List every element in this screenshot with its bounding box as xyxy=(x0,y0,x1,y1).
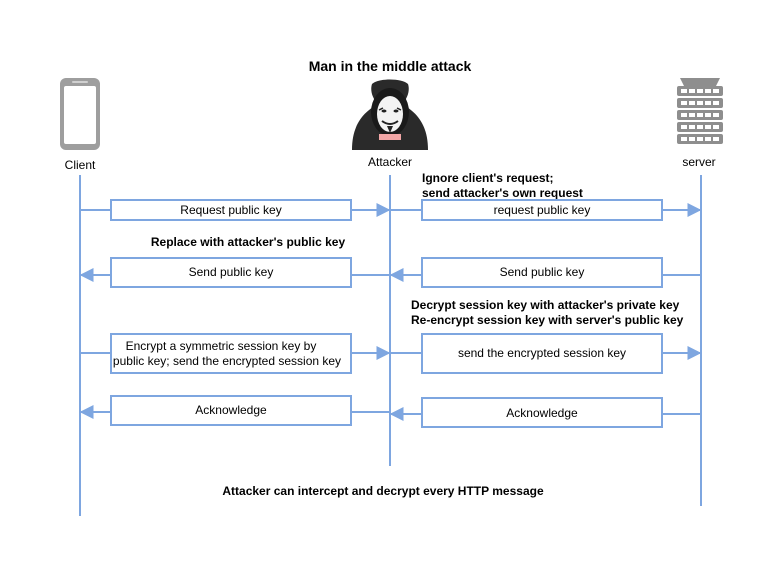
hacker-icon xyxy=(352,79,428,150)
send-public-key-to-attacker-msg: Send public key xyxy=(389,257,701,288)
acknowledge-client-label: Acknowledge xyxy=(195,403,267,417)
footer-note: Attacker can intercept and decrypt every… xyxy=(222,484,544,498)
ignore-note-line2: send attacker's own request xyxy=(422,186,583,200)
send-encrypted-label: send the encrypted session key xyxy=(458,346,626,360)
ignore-note-line1: Ignore client's request; xyxy=(422,171,554,185)
encrypted-session-key-msg: Encrypt a symmetric session key by publi… xyxy=(80,333,391,374)
server-label: server xyxy=(682,155,715,169)
request-public-key-label: Request public key xyxy=(180,203,281,217)
diagram-title: Man in the middle attack xyxy=(309,58,472,74)
acknowledge-attacker-label: Acknowledge xyxy=(506,406,578,420)
encrypt-label-line2: public key; send the encrypted session k… xyxy=(113,354,341,368)
encrypt-label-line1: Encrypt a symmetric session key by xyxy=(126,339,317,353)
server-icon xyxy=(677,78,723,144)
request-public-key-msg: Request public key xyxy=(80,199,391,221)
decrypt-note-line1: Decrypt session key with attacker's priv… xyxy=(411,298,680,312)
attacker-request-label: request public key xyxy=(494,203,591,217)
acknowledge-to-client-msg: Acknowledge xyxy=(79,395,390,426)
send-public-key-client-label: Send public key xyxy=(189,265,274,279)
attacker-encrypted-session-key-msg: send the encrypted session key xyxy=(390,333,702,374)
send-public-key-attacker-label: Send public key xyxy=(500,265,585,279)
acknowledge-to-attacker-msg: Acknowledge xyxy=(389,397,701,428)
replace-note: Replace with attacker's public key xyxy=(151,235,346,249)
attacker-label: Attacker xyxy=(368,155,412,169)
phone-icon xyxy=(60,78,100,150)
attacker-request-public-key-msg: request public key xyxy=(390,199,702,221)
client-label: Client xyxy=(65,158,96,172)
send-public-key-to-client-msg: Send public key xyxy=(79,257,390,288)
decrypt-note-line2: Re-encrypt session key with server's pub… xyxy=(411,313,684,327)
